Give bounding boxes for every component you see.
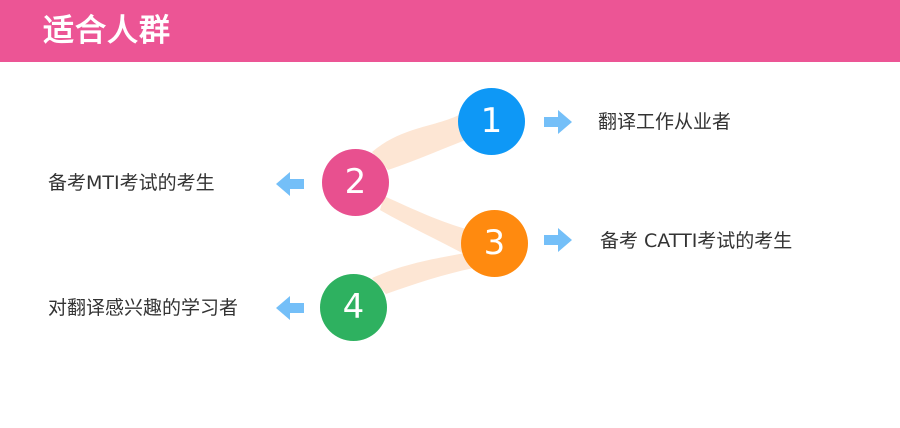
- arrow-right-icon: [544, 110, 572, 134]
- step-1-label: 翻译工作从业者: [598, 111, 732, 133]
- header-bar: 适合人群: [0, 0, 900, 62]
- step-4-label: 对翻译感兴趣的学习者: [48, 297, 239, 319]
- arrow-left-icon: [276, 172, 304, 196]
- step-3-number: 3: [483, 223, 506, 263]
- step-2-label: 备考MTI考试的考生: [48, 172, 215, 194]
- arrow-right-icon: [544, 228, 572, 252]
- step-2-number: 2: [344, 162, 367, 202]
- page-title: 适合人群: [43, 13, 171, 49]
- step-3-circle: 3: [461, 210, 528, 277]
- step-2-circle: 2: [322, 149, 389, 216]
- step-3-label: 备考 CATTI考试的考生: [600, 230, 793, 252]
- arrow-left-icon: [276, 296, 304, 320]
- connector-1-2: [372, 110, 476, 170]
- step-4-number: 4: [342, 287, 365, 327]
- step-1-circle: 1: [458, 88, 525, 155]
- step-4-circle: 4: [320, 274, 387, 341]
- step-1-number: 1: [480, 101, 503, 141]
- connector-2-3: [380, 196, 470, 256]
- connector-3-4: [372, 252, 474, 294]
